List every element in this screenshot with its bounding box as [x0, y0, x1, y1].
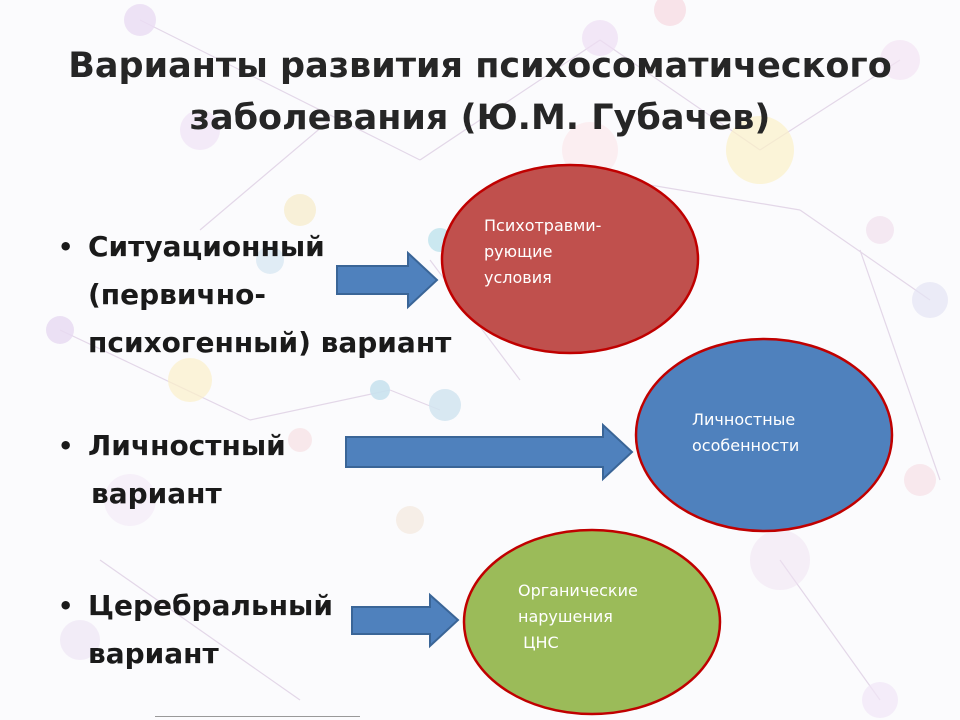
- bubble-traumatic-conditions-label: Психотравми- рующие условия: [484, 213, 601, 291]
- arrow-personal: [345, 422, 634, 482]
- item-cerebral-line-2: вариант: [88, 637, 219, 670]
- item-cerebral-line-1: Церебральный: [88, 589, 333, 622]
- bubble-1-line-1: Психотравми-: [484, 216, 602, 235]
- bubble-1-line-3: условия: [484, 268, 552, 287]
- item-situational-line-3: психогенный) вариант: [88, 326, 452, 359]
- bubble-personality-traits-label: Личностные особенности: [692, 407, 799, 459]
- bubble-1-line-2: рующие: [484, 242, 553, 261]
- item-situational: Ситуационный (первично- психогенный) вар…: [88, 223, 451, 367]
- bubble-2-line-1: Личностные: [692, 410, 796, 429]
- arrow-cerebral: [351, 592, 460, 649]
- bullet-2: •: [58, 432, 74, 460]
- title-line-1: Варианты развития психосоматического: [68, 46, 892, 86]
- bubble-cns-disorders: [462, 528, 722, 716]
- item-situational-line-2: (первично-: [88, 278, 266, 311]
- slide-title: Варианты развития психосоматического заб…: [0, 40, 960, 144]
- title-line-2: заболевания (Ю.М. Губачев): [189, 98, 771, 138]
- item-personal: Личностный вариант: [88, 422, 286, 518]
- bubble-3-line-1: Органические: [518, 581, 638, 600]
- bullet-3: •: [58, 592, 74, 620]
- bubble-3-line-3: ЦНС: [518, 633, 559, 652]
- bubble-3-line-2: нарушения: [518, 607, 613, 626]
- item-personal-line-2: вариант: [91, 477, 222, 510]
- bubble-cns-disorders-label: Органические нарушения ЦНС: [518, 578, 638, 656]
- item-situational-line-1: Ситуационный: [88, 230, 325, 263]
- bubble-traumatic-conditions: [440, 163, 700, 355]
- bottom-rule: [155, 716, 360, 717]
- bullet-1: •: [58, 233, 74, 261]
- bubble-personality-traits: [634, 337, 894, 533]
- item-personal-line-1: Личностный: [88, 429, 286, 462]
- bubble-2-line-2: особенности: [692, 436, 800, 455]
- item-cerebral: Церебральный вариант: [88, 582, 333, 678]
- arrow-situational: [336, 250, 439, 310]
